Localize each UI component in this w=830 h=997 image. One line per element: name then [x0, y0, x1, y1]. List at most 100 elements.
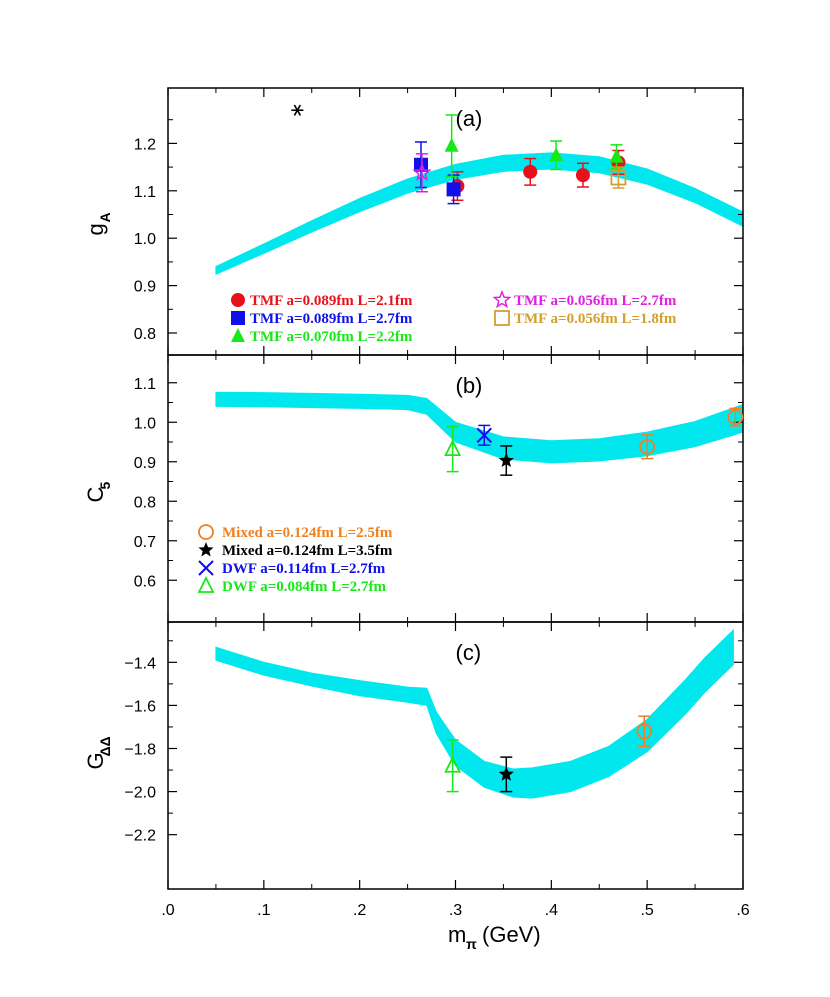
legend-marker — [494, 310, 510, 326]
y-tick-label: 0.8 — [134, 326, 156, 343]
point-marker — [412, 162, 432, 181]
y-tick-label: 0.8 — [134, 494, 156, 511]
data-point — [639, 434, 656, 460]
legend-label: TMF a=0.056fm L=1.8fm — [514, 311, 677, 327]
data-point — [476, 424, 492, 446]
y-axis-title-main: C — [83, 487, 108, 503]
point-marker — [609, 148, 624, 163]
y-tick-label: 0.6 — [134, 573, 156, 590]
band-c — [215, 628, 734, 799]
legend-marker — [198, 560, 214, 576]
legend-b-item: DWF a=0.084fm L=2.7fm — [197, 575, 387, 595]
y-tick-label: 0.7 — [134, 534, 156, 551]
data-point — [446, 174, 461, 205]
x-tick-label: .2 — [353, 902, 366, 919]
y-tick-label: −2.2 — [124, 828, 156, 845]
panel-tag: (c) — [456, 640, 482, 665]
marker-stroke — [476, 427, 492, 443]
data-point — [414, 141, 428, 189]
x-tick-label: .5 — [640, 902, 653, 919]
legend-label: DWF a=0.084fm L=2.7fm — [222, 579, 387, 595]
data-point — [609, 144, 624, 170]
legend-marker — [198, 524, 214, 540]
data-point — [412, 153, 432, 193]
point-marker — [446, 182, 461, 197]
band-a — [215, 152, 743, 275]
y-tick-label: −2.0 — [124, 785, 156, 802]
point-marker — [636, 723, 653, 740]
asterisk-stroke — [293, 104, 302, 116]
y-tick-label: −1.4 — [124, 655, 156, 672]
y-axis-title-main: g — [83, 223, 108, 235]
data-point — [444, 739, 462, 793]
legend-label: TMF a=0.089fm L=2.1fm — [250, 293, 413, 309]
y-tick-label: −1.6 — [124, 698, 156, 715]
legend-label: Mixed a=0.124fm L=3.5fm — [222, 543, 393, 559]
y-tick-label: 1.1 — [134, 184, 156, 201]
x-tick-label: .4 — [545, 902, 558, 919]
chart-panels: 0.80.91.01.11.2gA(a)0.60.70.80.91.01.1C5… — [83, 87, 744, 890]
panel-tag: (a) — [456, 106, 483, 131]
legend-label: Mixed a=0.124fm L=2.5fm — [222, 525, 393, 541]
legend-marker — [198, 542, 214, 557]
y-axis-title-sub: 5 — [97, 482, 113, 490]
data-point — [444, 114, 459, 178]
legend-label: TMF a=0.070fm L=2.2fm — [250, 329, 413, 345]
data-point — [575, 162, 590, 188]
legend-b-item: Mixed a=0.124fm L=3.5fm — [198, 542, 393, 559]
y-tick-label: 1.1 — [134, 376, 156, 393]
legend-b-item: DWF a=0.114fm L=2.7fm — [198, 560, 386, 577]
data-point — [610, 166, 627, 189]
point-marker — [523, 164, 538, 179]
legend-a-item: TMF a=0.089fm L=2.1fm — [231, 293, 413, 309]
legend-marker — [492, 289, 512, 309]
data-point — [727, 407, 744, 427]
data-point — [498, 756, 514, 793]
y-tick-label: −1.8 — [124, 742, 156, 759]
y-tick-label: 1.2 — [134, 136, 156, 153]
legend-a-item: TMF a=0.056fm L=2.7fm — [492, 289, 677, 309]
y-tick-label: 0.9 — [134, 279, 156, 296]
point-marker — [549, 147, 564, 162]
point-marker — [498, 452, 514, 467]
legend-marker — [231, 311, 245, 325]
x-tick-label: .1 — [257, 902, 270, 919]
point-marker — [575, 168, 590, 183]
point-marker — [639, 438, 656, 455]
legend-a-item: TMF a=0.089fm L=2.7fm — [231, 311, 413, 327]
legend-marker — [231, 293, 245, 307]
y-axis-title-main: G — [83, 752, 108, 769]
y-axis-title-sub: A — [97, 212, 113, 222]
panel-b: 0.60.70.80.91.01.1C5(b) — [83, 354, 744, 623]
point-marker — [476, 427, 492, 443]
legend-label: DWF a=0.114fm L=2.7fm — [222, 561, 386, 577]
legend-label: TMF a=0.089fm L=2.7fm — [250, 311, 413, 327]
point-marker — [444, 439, 462, 457]
point-marker — [727, 409, 744, 426]
data-point — [523, 157, 538, 186]
x-axis-title-main: m — [448, 922, 466, 947]
legend-marker — [231, 328, 245, 342]
data-point — [636, 715, 653, 748]
data-point — [549, 140, 564, 171]
asterisk-marker — [291, 104, 304, 116]
y-axis-title-sub: ΔΔ — [97, 736, 113, 756]
legend-label: TMF a=0.056fm L=2.7fm — [514, 293, 677, 309]
data-point — [444, 425, 462, 473]
point-marker — [444, 755, 462, 773]
x-tick-label: .6 — [736, 902, 749, 919]
y-tick-label: 1.0 — [134, 415, 156, 432]
legend-b-item: Mixed a=0.124fm L=2.5fm — [198, 524, 393, 541]
x-axis: m π (GeV) .0.1.2.3.4.5.6 — [161, 902, 749, 952]
y-tick-label: 1.0 — [134, 231, 156, 248]
point-marker — [498, 766, 514, 781]
legend-a-item: TMF a=0.056fm L=1.8fm — [494, 310, 677, 327]
legend-marker — [197, 575, 215, 593]
x-axis-title-sub: π — [466, 936, 477, 952]
data-point — [498, 445, 514, 476]
marker-stroke — [198, 560, 214, 576]
legend-a-item: TMF a=0.070fm L=2.2fm — [231, 328, 413, 345]
